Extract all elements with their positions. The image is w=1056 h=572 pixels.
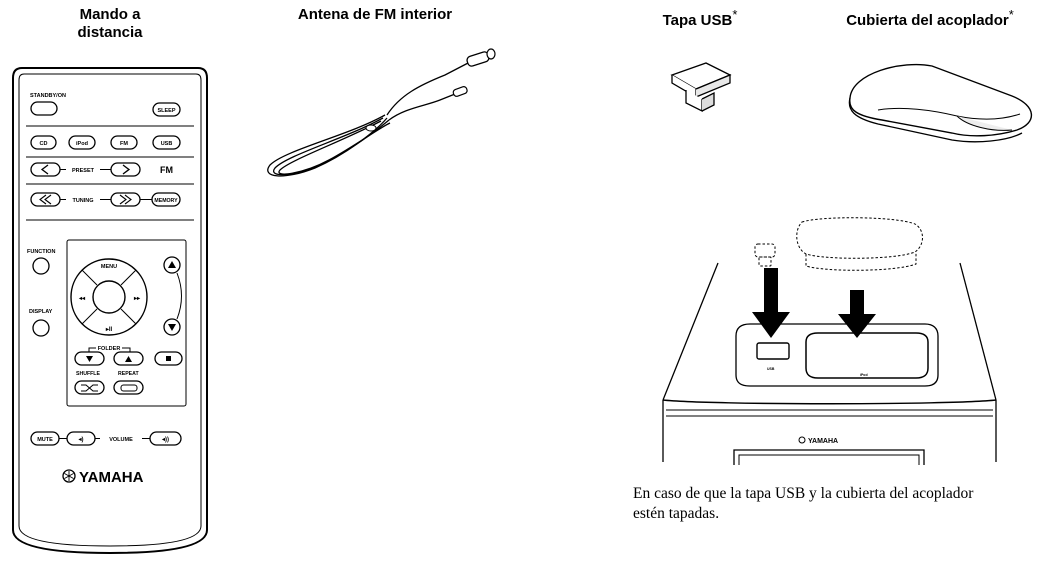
skip-back-icon: ◂◂: [78, 296, 86, 302]
volume-down-icon: ◂): [77, 437, 83, 443]
memory-label: MEMORY: [154, 198, 178, 204]
preset-label: PRESET: [72, 168, 95, 174]
dock-cover-heading: Cubierta del acoplador*: [846, 7, 1014, 29]
function-label: FUNCTION: [27, 249, 55, 255]
volume-up-button[interactable]: [149, 431, 182, 446]
menu-label: MENU: [101, 264, 117, 270]
standby-label: STANDBY/ON: [30, 93, 66, 99]
usb-port: [756, 342, 790, 360]
arrow-down-icon: [838, 290, 876, 338]
ipod-dock-label: iPod: [860, 373, 868, 377]
folder-label: FOLDER: [98, 346, 121, 352]
dock-cover-dashed-outline: [796, 217, 923, 259]
usb-cap-illustration: [670, 62, 732, 113]
dock-unit-illustration: USB iPod YAMAHA: [662, 217, 997, 465]
dock-cover-illustration: [848, 63, 1033, 143]
fm-mode-label: FM: [160, 165, 173, 175]
repeat-button[interactable]: [113, 380, 144, 395]
antenna-heading: Antena de FM interior: [297, 6, 453, 23]
caption-text: En caso de que la tapa USB y la cubierta…: [633, 485, 974, 522]
sleep-label: SLEEP: [157, 108, 175, 114]
navigation-panel: [66, 239, 187, 407]
mute-label: MUTE: [37, 437, 53, 443]
volume-label: VOLUME: [109, 437, 133, 443]
repeat-label: REPEAT: [118, 371, 139, 377]
memory-button[interactable]: [151, 192, 181, 207]
fm-button-label: FM: [120, 141, 128, 147]
usb-port-label: USB: [767, 367, 775, 371]
ipod-button[interactable]: [68, 135, 96, 150]
shuffle-label: SHUFFLE: [76, 371, 100, 377]
usb-button-label: USB: [161, 141, 173, 147]
yamaha-logo-icon: [798, 436, 806, 444]
volume-up-icon: ◂)): [161, 437, 169, 443]
tuning-label: TUNING: [72, 198, 93, 204]
fm-antenna-illustration: [267, 48, 496, 177]
remote-brand: YAMAHA: [79, 469, 144, 486]
cd-button[interactable]: [30, 135, 57, 150]
display-button[interactable]: [32, 319, 50, 337]
usb-cap-dashed-outline: [754, 243, 776, 258]
ipod-label: iPod: [76, 141, 88, 147]
sleep-button[interactable]: [152, 102, 181, 117]
front-display: [733, 449, 925, 465]
display-label: DISPLAY: [29, 309, 53, 315]
usb-cap-heading: Tapa USB*: [662, 7, 738, 29]
remote-control-illustration: STANDBY/ON SLEEP CD iPod FM USB PRESET F…: [12, 67, 208, 555]
function-button[interactable]: [32, 257, 50, 275]
antenna-connector: [466, 51, 490, 67]
preset-prev-button[interactable]: [30, 162, 61, 177]
unit-brand: YAMAHA: [808, 438, 838, 445]
enter-button[interactable]: [92, 280, 126, 314]
preset-next-button[interactable]: [110, 162, 141, 177]
remote-heading: Mando a distancia: [77, 6, 143, 41]
ipod-dock: [805, 332, 929, 379]
play-pause-icon: ▸II: [105, 327, 113, 333]
usb-button[interactable]: [152, 135, 181, 150]
arrow-down-icon: [752, 268, 790, 338]
cd-label: CD: [40, 141, 48, 147]
standby-button[interactable]: [30, 101, 58, 116]
skip-forward-icon: ▸▸: [133, 296, 141, 302]
fm-button[interactable]: [110, 135, 138, 150]
